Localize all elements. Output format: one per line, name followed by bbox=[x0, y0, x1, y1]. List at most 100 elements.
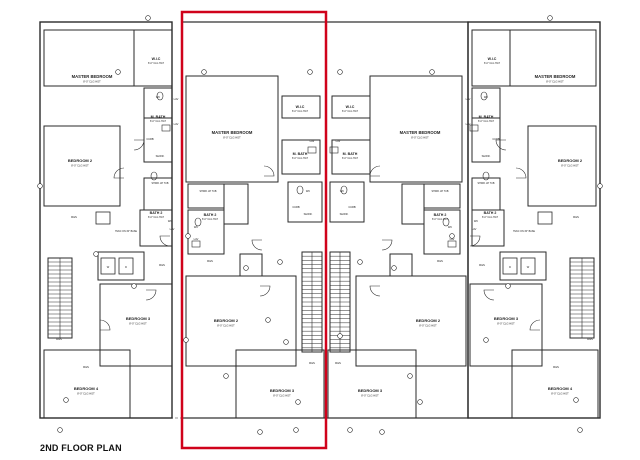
door-swing bbox=[495, 139, 507, 151]
label-ceiling_a: 8'-0" CLG HGT bbox=[342, 110, 359, 113]
label-lav: LAV bbox=[174, 97, 179, 101]
label-ceiling_a: 8'-0" CLG HGT bbox=[148, 216, 165, 219]
label-wc: WC bbox=[474, 219, 478, 223]
room-name-bedroom_2: BEDROOM 2 bbox=[558, 158, 583, 163]
label-lav: LAV bbox=[472, 227, 477, 231]
door-swing bbox=[251, 239, 263, 251]
room-name-bedroom_3: BEDROOM 3 bbox=[494, 316, 519, 321]
inner-right-bath-2 bbox=[423, 209, 461, 255]
label-bath_2: BATH 2 bbox=[434, 213, 447, 217]
inner-right-m-bath bbox=[331, 139, 371, 175]
label-shwr_tub: SHWR. W/ TUB bbox=[200, 190, 217, 193]
ceiling-height: 8'-0" CLG HGT bbox=[551, 392, 569, 396]
label-wic: W.I.C bbox=[296, 105, 305, 109]
inner-right-bedroom-2 bbox=[355, 275, 467, 367]
grid-tag bbox=[505, 283, 511, 289]
label-w: W bbox=[527, 265, 530, 269]
grid-tag bbox=[429, 69, 435, 75]
right-bedroom-2 bbox=[527, 125, 597, 207]
room-name-master_bedroom: MASTER BEDROOM bbox=[212, 130, 253, 135]
label-curb: CURB bbox=[146, 137, 154, 141]
label-bath_2: BATH 2 bbox=[150, 211, 163, 215]
room-name-bedroom_3: BEDROOM 3 bbox=[358, 388, 383, 393]
label-wic: W.I.C bbox=[346, 105, 355, 109]
door-swing bbox=[259, 285, 271, 297]
ceiling-height: 8'-0" CLG HGT bbox=[223, 136, 241, 140]
grid-tag bbox=[183, 337, 189, 343]
ceiling-height: 8'-0" CLG HGT bbox=[217, 324, 235, 328]
label-rs: R&S bbox=[159, 263, 165, 267]
inner-shower bbox=[287, 181, 323, 223]
room-name-bedroom_4: BEDROOM 4 bbox=[548, 386, 573, 391]
right-laundry bbox=[499, 251, 547, 281]
room-name-bedroom_3: BEDROOM 3 bbox=[126, 316, 151, 321]
right-bath-2 bbox=[471, 209, 505, 247]
grid-tag bbox=[63, 397, 69, 403]
grid-tag bbox=[37, 183, 43, 189]
label-lav: LAV bbox=[466, 97, 471, 101]
ceiling-height: 8'-0" CLG HGT bbox=[71, 164, 89, 168]
grid-tag bbox=[201, 69, 207, 75]
grid-tag bbox=[307, 69, 313, 75]
label-m_bath: M. BATH bbox=[151, 115, 166, 119]
label-shwr: SHWR. bbox=[482, 154, 491, 158]
label-w: W bbox=[107, 265, 110, 269]
door-swing bbox=[99, 319, 111, 331]
left-bedroom-2 bbox=[43, 125, 121, 207]
fixtures bbox=[37, 15, 603, 435]
inner-right-closet bbox=[389, 253, 413, 277]
grid-tag bbox=[243, 265, 249, 271]
room-name-bedroom_2: BEDROOM 2 bbox=[68, 158, 93, 163]
ceiling-height: 8'-0" CLG HGT bbox=[411, 136, 429, 140]
ceiling-height: 8'-0" CLG HGT bbox=[83, 80, 101, 84]
label-shwr_tub: SHWR. W/ TUB bbox=[432, 190, 449, 193]
label-shwr_tub: SHWR. W/ TUB bbox=[478, 182, 495, 185]
door-swing bbox=[529, 319, 541, 331]
grid-tag bbox=[131, 283, 137, 289]
label-d: D bbox=[125, 265, 127, 269]
label-rs: R&S bbox=[71, 215, 77, 219]
grid-tag bbox=[449, 233, 455, 239]
label-rs: R&S bbox=[437, 259, 443, 263]
right-wic bbox=[471, 29, 511, 87]
label-rs: R&S bbox=[335, 361, 341, 365]
label-shwr: SHWR. bbox=[340, 212, 349, 216]
door-swing bbox=[369, 285, 381, 297]
grid-tag bbox=[357, 259, 363, 265]
label-ceiling_a: 8'-0" CLG HGT bbox=[292, 110, 309, 113]
inner-bedroom-2 bbox=[185, 275, 297, 367]
room-name-master_bedroom: MASTER BEDROOM bbox=[400, 130, 441, 135]
door-swing bbox=[483, 289, 495, 301]
grid-tag bbox=[295, 399, 301, 405]
toilet-fixture bbox=[296, 185, 304, 195]
inner-bath-2 bbox=[187, 209, 225, 255]
left-bath-2 bbox=[139, 209, 173, 247]
sink-fixture bbox=[469, 124, 479, 132]
grid-tag bbox=[337, 333, 343, 339]
label-rs: R&S bbox=[553, 365, 559, 369]
grid-tag bbox=[337, 69, 343, 75]
door-swing bbox=[381, 239, 393, 251]
label-ceiling_a: 8'-0" CLG HGT bbox=[202, 218, 219, 221]
grid-tag bbox=[283, 339, 289, 345]
door-swing bbox=[113, 167, 125, 179]
ceiling-height: 8'-0" CLG HGT bbox=[77, 392, 95, 396]
label-lav: LAV bbox=[466, 122, 471, 126]
wic-label: W.I.C bbox=[152, 57, 161, 61]
toilet-fixture bbox=[482, 171, 490, 181]
inner-right-tub-box bbox=[401, 183, 425, 225]
inner-master-bedroom bbox=[185, 75, 279, 183]
grid-tag bbox=[379, 429, 385, 435]
label-curb: CURB bbox=[348, 205, 356, 209]
inner-bedroom-3 bbox=[235, 349, 325, 419]
grid-tag bbox=[185, 233, 191, 239]
hvac-unit-right bbox=[537, 211, 553, 225]
toilet-fixture bbox=[194, 217, 202, 227]
left-unit-outline bbox=[39, 21, 173, 419]
door-swing bbox=[133, 139, 145, 151]
label-ceiling_a: 8'-0" CLG HGT bbox=[148, 62, 165, 65]
door-swing bbox=[159, 235, 171, 247]
ceiling-height: 8'-0" CLG HGT bbox=[361, 394, 379, 398]
grid-tag bbox=[257, 429, 263, 435]
